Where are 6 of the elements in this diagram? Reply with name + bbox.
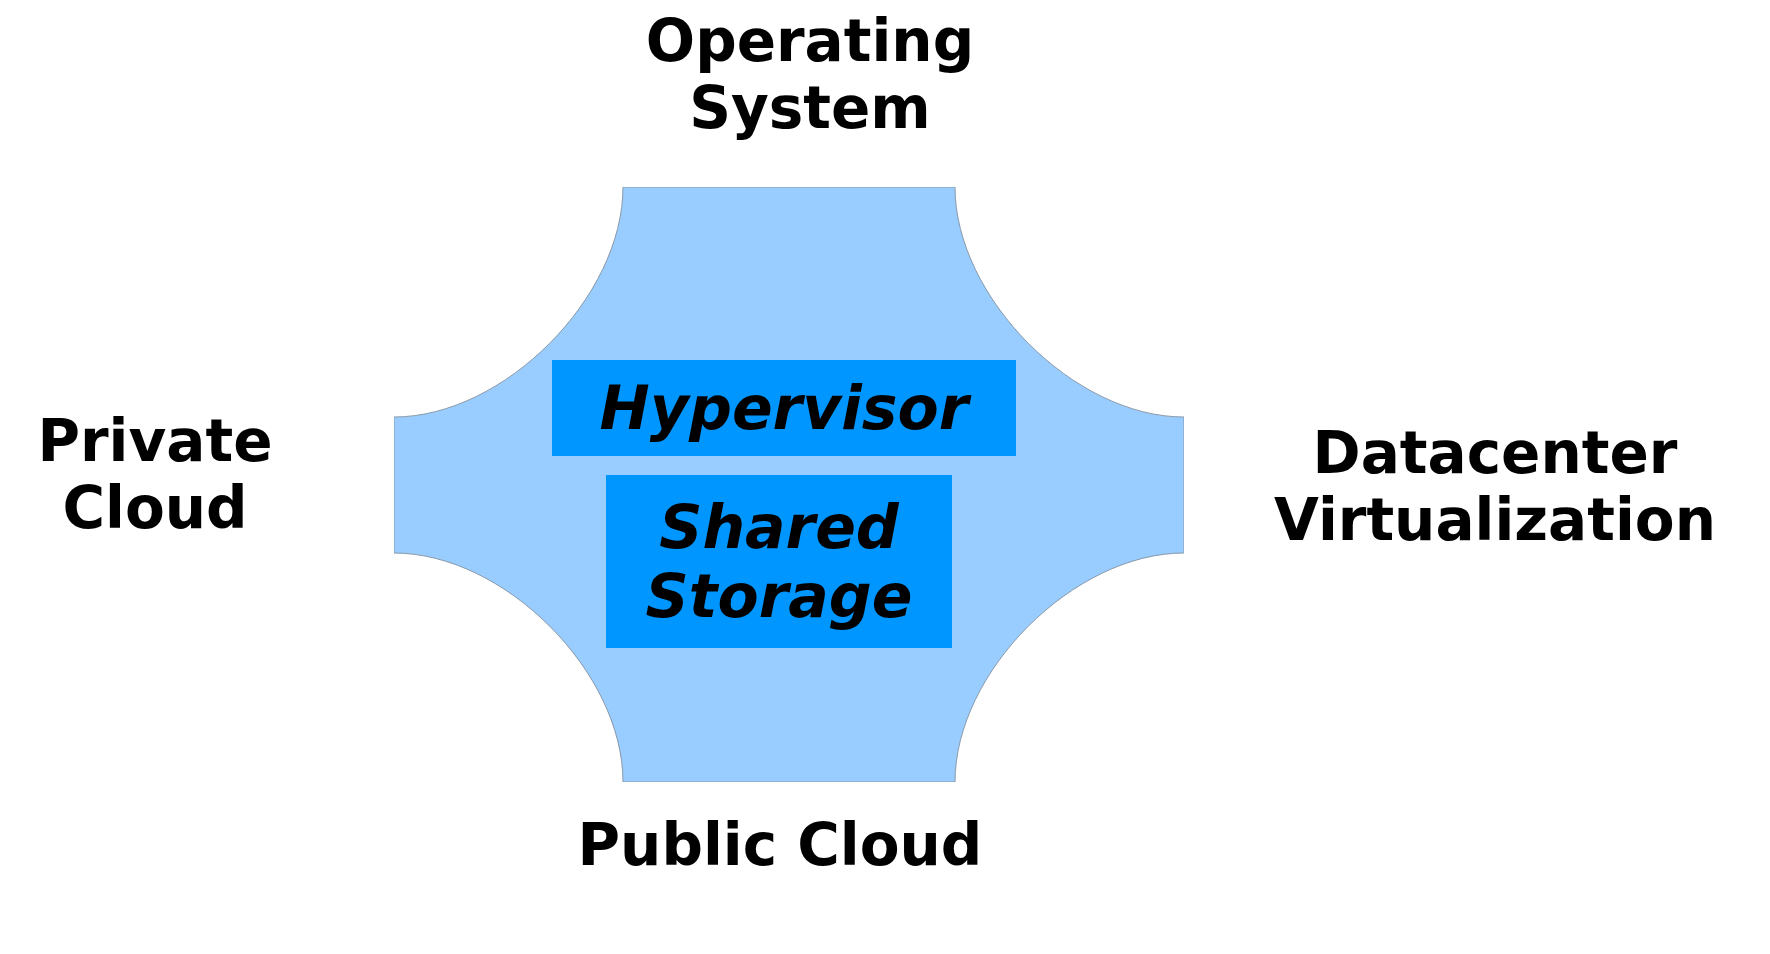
label-box: Hypervisor bbox=[552, 360, 1016, 456]
category-label: Datacenter Virtualization bbox=[1273, 420, 1717, 554]
category-label: Private Cloud bbox=[36, 408, 274, 542]
category-label: Operating System bbox=[644, 8, 976, 142]
label-box: Shared Storage bbox=[606, 475, 952, 648]
category-label: Public Cloud bbox=[576, 812, 984, 879]
